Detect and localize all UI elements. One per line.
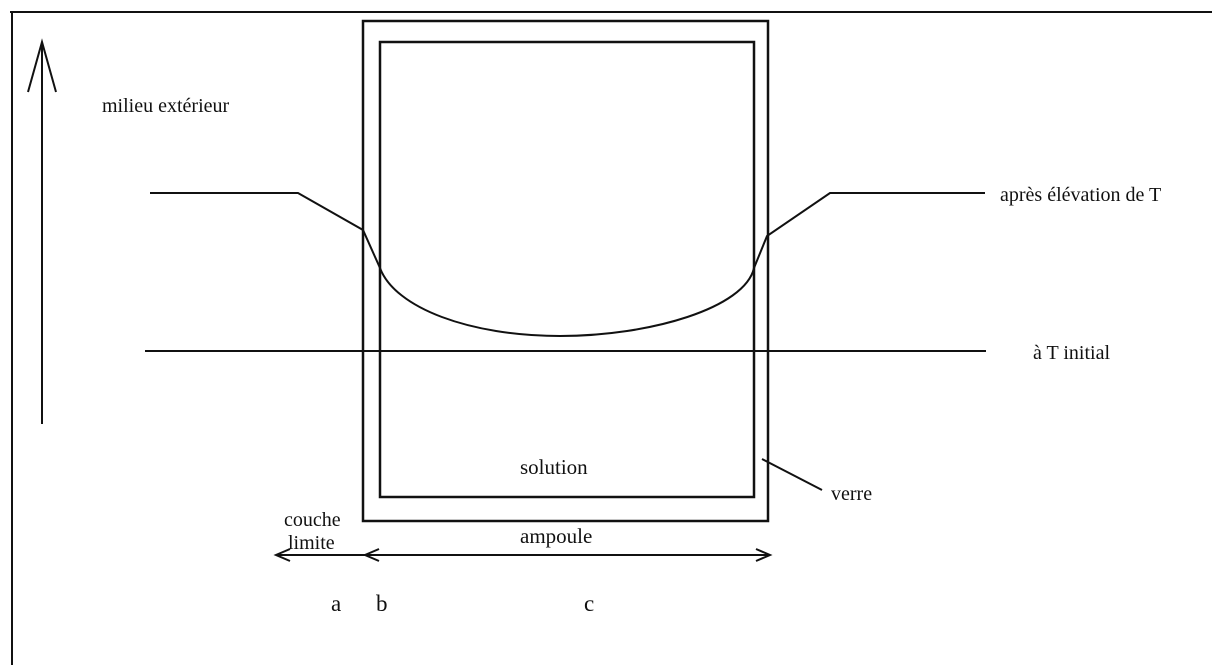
ampoule-arrow-head-right [755, 548, 773, 562]
outside-medium-label: milieu extérieur [102, 95, 230, 117]
solution-label: solution [520, 455, 588, 479]
ampoule-outer-wall [361, 19, 770, 523]
temperature-profile-curve [150, 192, 985, 338]
glass-pointer-line [761, 458, 823, 491]
region-b-label: b [376, 591, 388, 616]
region-a-label: a [331, 591, 341, 616]
after-elevation-label: après élévation de T [1000, 184, 1161, 206]
boundary-layer-label-line2: limite [288, 532, 335, 554]
ampoule-label: ampoule [520, 524, 592, 548]
region-c-label: c [584, 591, 594, 616]
glass-label: verre [831, 483, 872, 505]
axis-arrow-head [27, 38, 57, 93]
boundary-layer-arrow-head-left [273, 548, 291, 562]
ampoule-arrow-head-left [362, 548, 380, 562]
boundary-layer-label-line1: couche [284, 509, 341, 531]
ampoule-inner-wall [378, 40, 756, 499]
initial-temperature-label: à T initial [1033, 342, 1110, 364]
